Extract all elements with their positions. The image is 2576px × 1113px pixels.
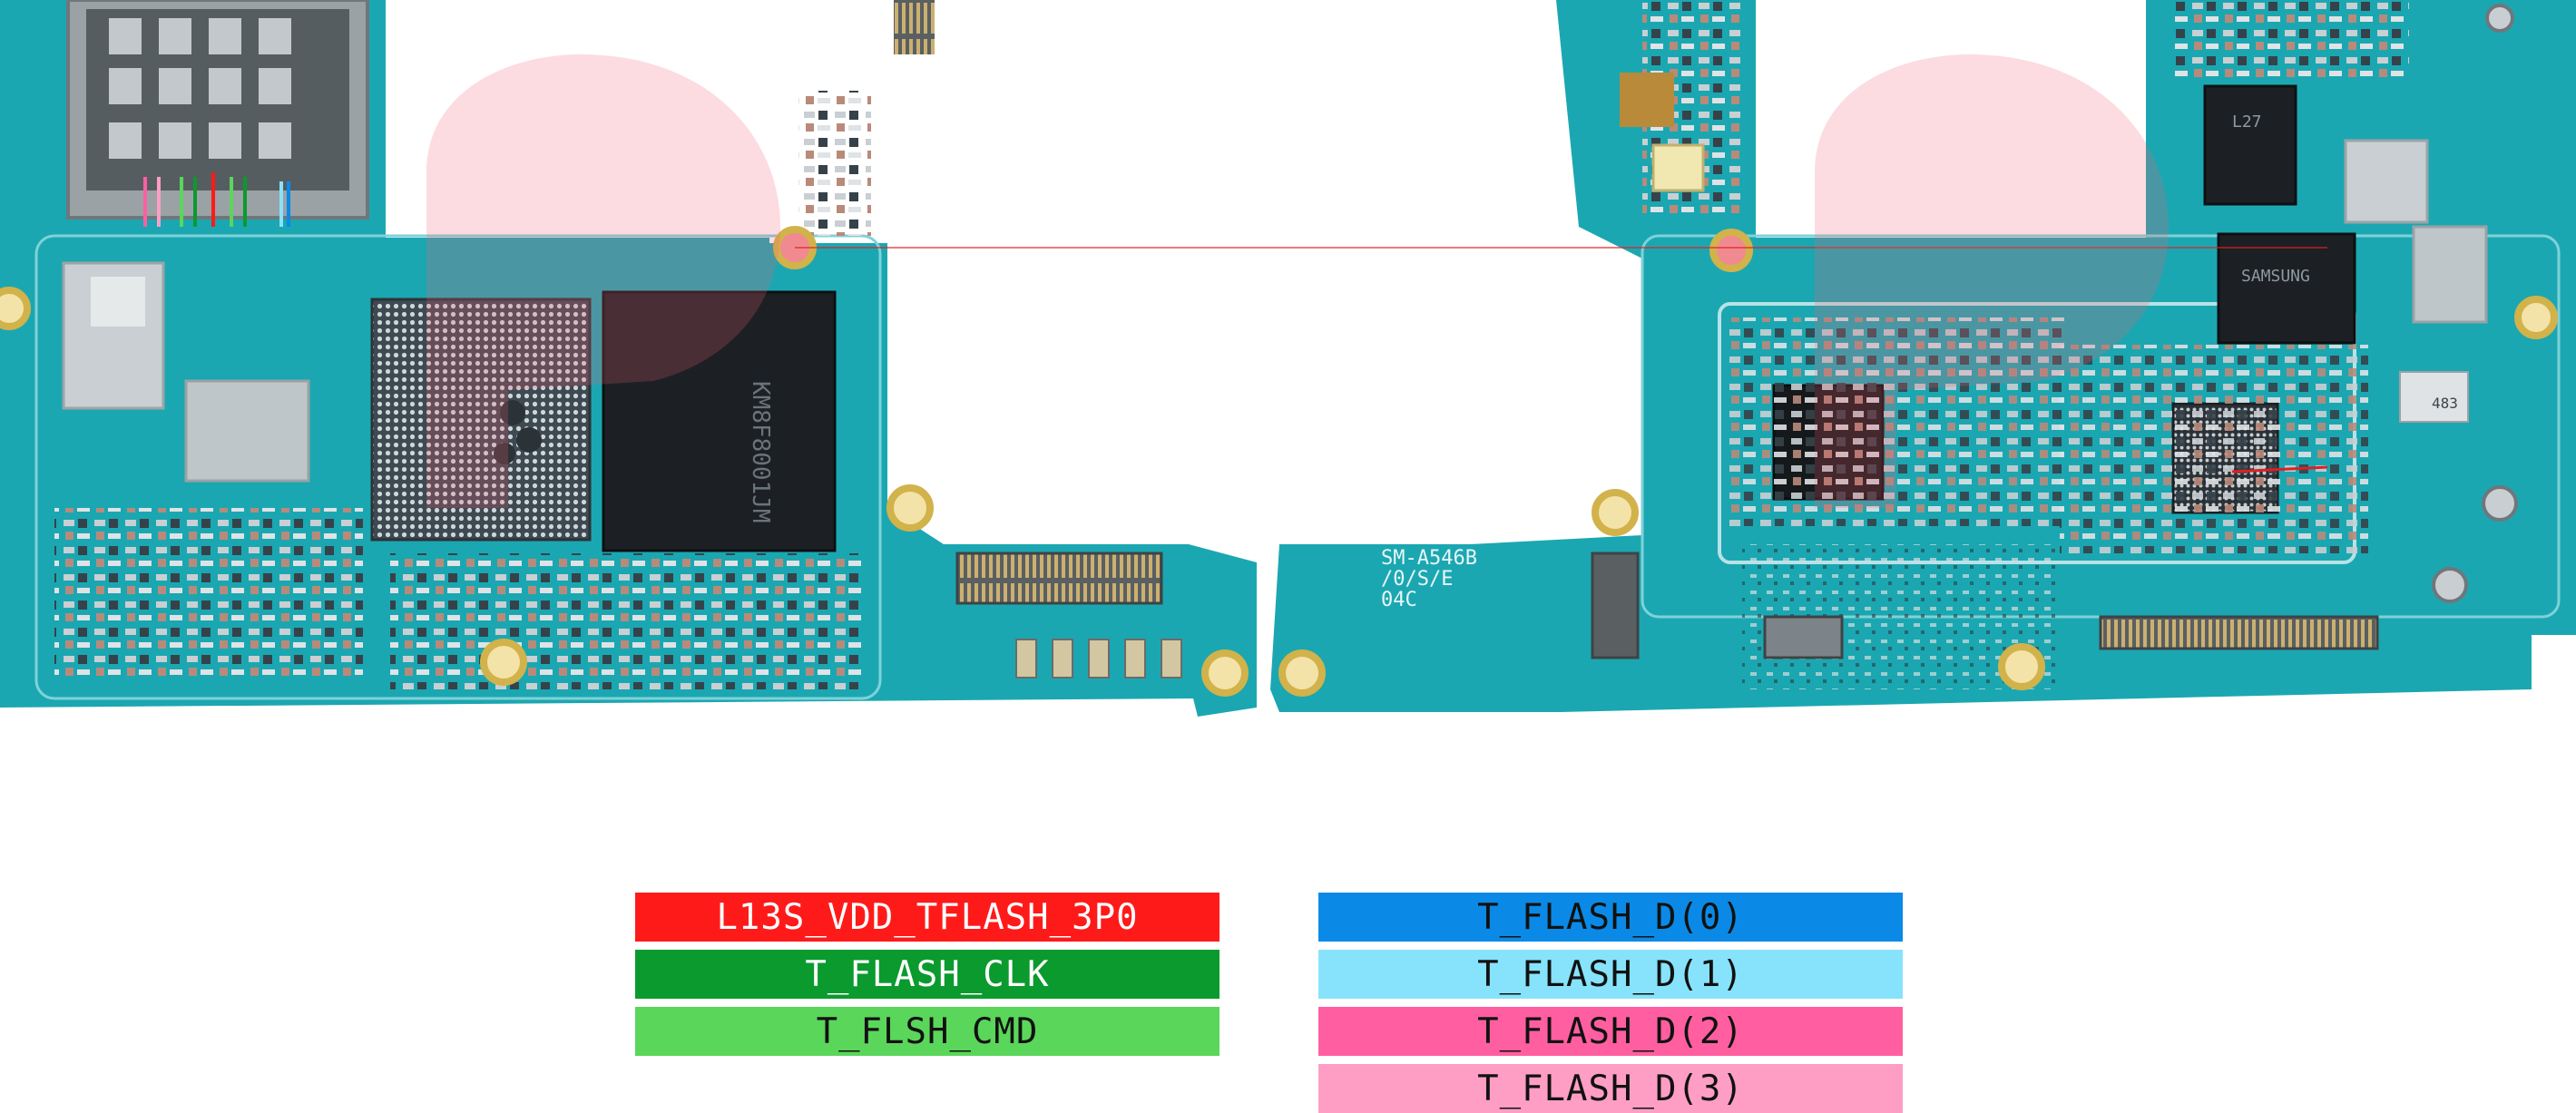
board-to-board-connector-right <box>2099 615 2379 650</box>
component-cluster-bottom-mid <box>390 553 862 689</box>
legend-item-t-flash-d-3: T_FLASH_D(3) <box>1318 1064 1903 1113</box>
legend-item-l13s-vdd-tflash-3p0: L13S_VDD_TFLASH_3P0 <box>635 893 1219 942</box>
component-cluster-right-1 <box>1729 317 2064 526</box>
legend-item-t-flash-d-0: T_FLASH_D(0) <box>1318 893 1903 942</box>
mounting-holes-right <box>1278 229 2558 697</box>
right-board-cutout <box>1756 0 2146 238</box>
qr-code-pad <box>1620 73 1674 127</box>
left-board-cutout-3 <box>894 0 1257 535</box>
legend-item-t-flash-d-2: T_FLASH_D(2) <box>1318 1007 1903 1056</box>
chip-l27-label: L27 <box>2232 112 2262 132</box>
rf-test-points <box>2432 4 2518 603</box>
flex-connector-right-vertical <box>1591 552 1640 659</box>
sd-card-contacts <box>109 18 291 159</box>
memory-chip-label-1: KM8F8001JM <box>747 381 774 523</box>
cpu-bga <box>370 298 592 542</box>
left-board-inner-track <box>34 234 882 700</box>
samsung-chip-label: SAMSUNG <box>2241 267 2310 286</box>
board-revision-marking: /0/S/E <box>1381 568 1453 591</box>
left-board-cutout <box>386 0 769 238</box>
shield-right-top-2 <box>2412 225 2488 324</box>
samsung-chip <box>2217 232 2356 345</box>
ic-483 <box>2399 371 2469 423</box>
flex-connector-right-small <box>1763 615 1844 659</box>
legend-item-t-flsh-cmd: T_FLSH_CMD <box>635 1007 1219 1056</box>
board-model-marking: SM-A546B <box>1381 547 1477 570</box>
board-code-marking: 04C <box>1381 589 1417 611</box>
signal-marker-right <box>2231 465 2328 474</box>
component-cluster-top-mid <box>798 91 871 236</box>
component-cluster-right-2 <box>2060 345 2368 553</box>
component-cluster-bottom-left <box>54 508 363 680</box>
chip-l27 <box>2203 84 2297 206</box>
signal-traces <box>143 172 290 227</box>
module-square <box>184 379 310 483</box>
led-pad <box>1651 143 1705 192</box>
shield-right-top <box>2344 139 2429 224</box>
board-to-board-connector-left <box>955 552 1163 605</box>
memory-chip <box>602 290 837 552</box>
component-cluster-right-top <box>2173 0 2409 82</box>
watermark-logo <box>426 54 2169 508</box>
right-board: SM-A546B /0/S/E 04C SAMSUNG L27 483 <box>1270 0 2576 712</box>
ic-483-label: 483 <box>2432 395 2458 412</box>
flex-connector-top-left <box>894 0 935 54</box>
left-board: KM8F8001JM <box>0 0 1257 717</box>
legend-item-t-flash-clk: T_FLASH_CLK <box>635 950 1219 999</box>
gold-pads-left <box>1015 639 1182 679</box>
legend-item-t-flash-d-1: T_FLASH_D(1) <box>1318 950 1903 999</box>
